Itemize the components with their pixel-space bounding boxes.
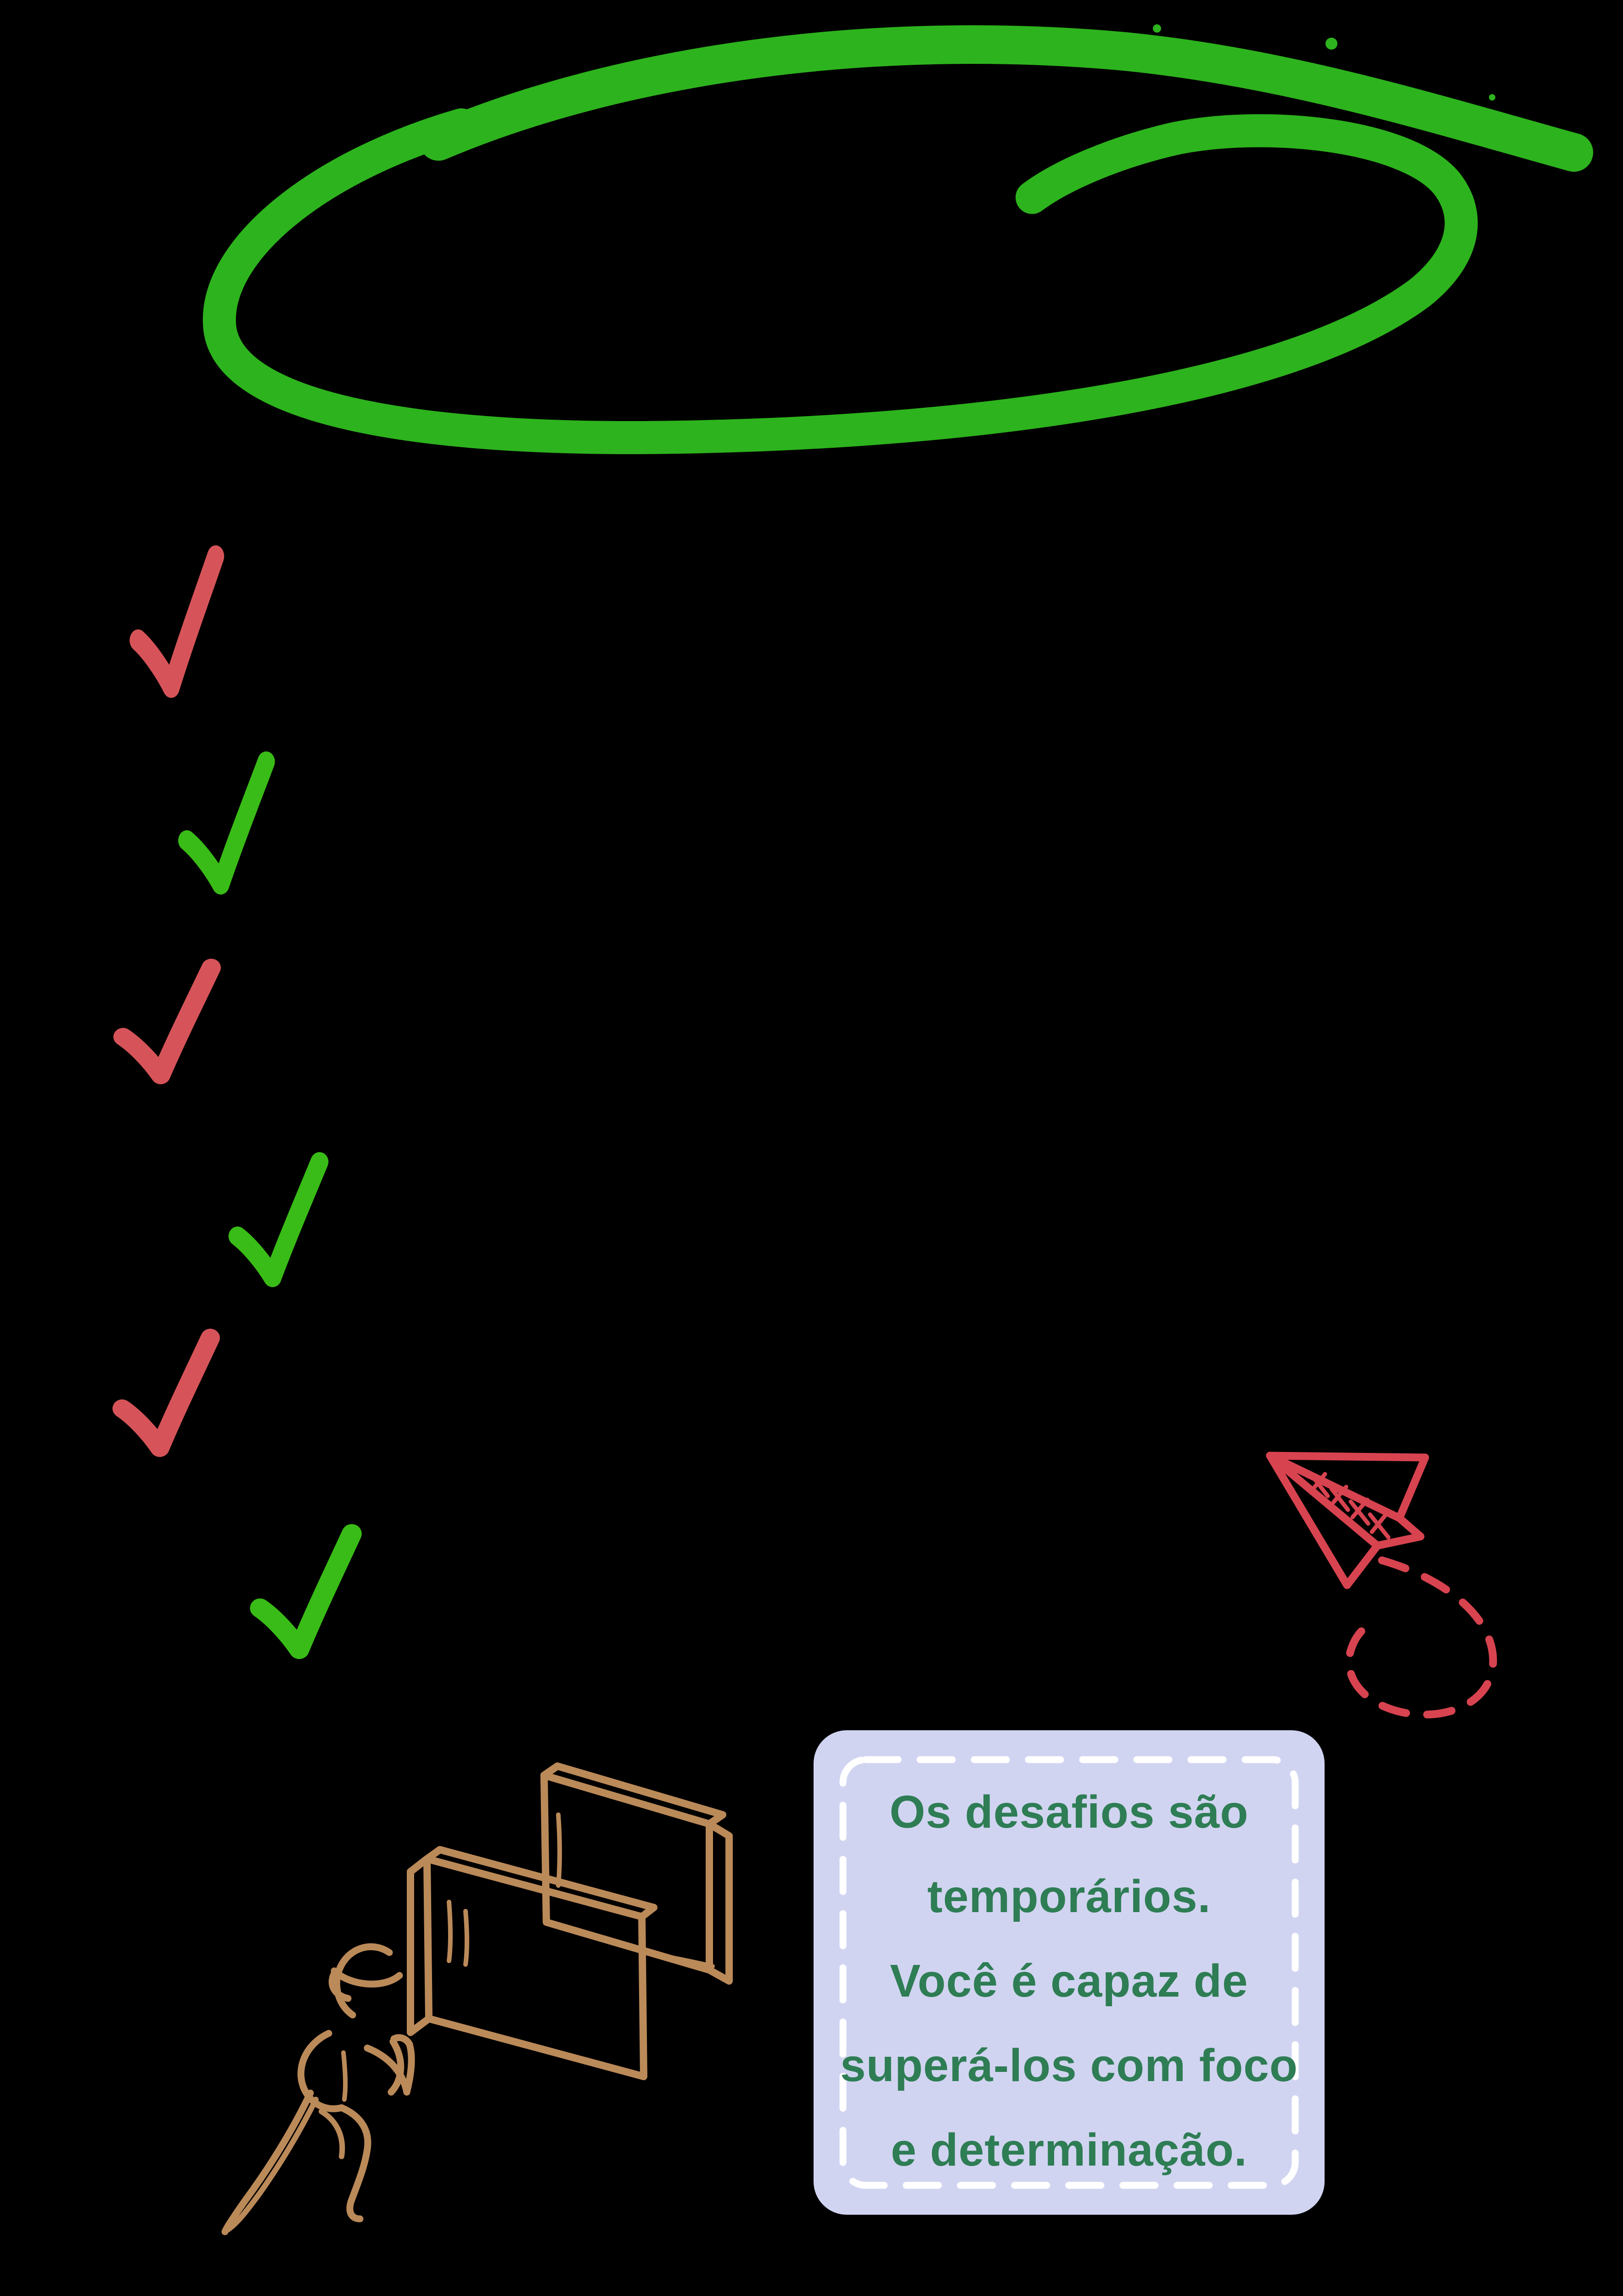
quote-text: Os desafios são temporários. Você é capa… [814, 1730, 1325, 2215]
back-wall-top [540, 1762, 726, 1828]
checkmark-icon [123, 968, 211, 1075]
runner-hand [390, 2034, 413, 2048]
brush-specks [1153, 24, 1565, 161]
checklist-checkmarks [122, 556, 352, 1649]
quote-dashed-border [839, 1756, 1299, 2189]
runner-head [333, 1943, 393, 2019]
quote-card: Os desafios são temporários. Você é capa… [814, 1730, 1325, 2215]
hand-drawn-ellipse-highlight [202, 24, 1593, 454]
front-wall-top [423, 1846, 657, 1920]
checkmark-icon [122, 1338, 210, 1448]
runner-cap-brim [328, 1968, 352, 2002]
runner-front-thigh-line [319, 2109, 345, 2159]
quote-line: e determinação. [891, 2124, 1247, 2176]
front-wall-shading [463, 1909, 469, 1967]
quote-line: Os desafios são [889, 1786, 1249, 1838]
wall-connector-line [642, 1950, 715, 1969]
runner-shirt-crease [341, 2050, 348, 2102]
obstacle-walls-doodle [407, 1762, 733, 2080]
front-wall-face [423, 1855, 647, 2080]
runner-back-leg-inner [223, 2097, 319, 2234]
quote-line: temporários. [927, 1870, 1211, 1922]
runner-doodle [221, 1943, 415, 2235]
checkmark-icon [138, 556, 216, 687]
checkmark-icon [260, 1534, 352, 1649]
ellipse-top-brush [419, 25, 1593, 172]
front-wall-shading [447, 1900, 453, 1963]
dashed-trail-icon [1345, 1556, 1497, 1719]
quote-line: superá-los com foco [840, 2039, 1298, 2091]
ellipse-top-brush-thin [691, 28, 1272, 68]
runner-front-leg [338, 2104, 371, 2223]
airplane-outline [1266, 1452, 1429, 1589]
ellipse-main-stroke [202, 108, 1478, 454]
runner-back-leg [221, 2089, 314, 2235]
checkmark-icon [237, 1162, 320, 1277]
checkmark-icon [187, 762, 266, 884]
paper-airplane-icon [1266, 1452, 1497, 1719]
runner-torso-front [387, 2038, 404, 2096]
back-wall-side [706, 1820, 733, 1985]
runner-torso-back [297, 2030, 345, 2112]
runner-cap [331, 1967, 403, 1988]
back-wall-shading [556, 1812, 562, 1888]
quote-line: Você é capaz de [890, 1955, 1248, 2007]
front-wall-side [407, 1855, 432, 2036]
airplane-fold-upper [1266, 1452, 1404, 1522]
dashed-border-rect [839, 1756, 1299, 2189]
airplane-fold-lower [1266, 1452, 1382, 1550]
airplane-crosshatch [1310, 1472, 1391, 1540]
runner-arm-forearm [403, 2041, 415, 2096]
